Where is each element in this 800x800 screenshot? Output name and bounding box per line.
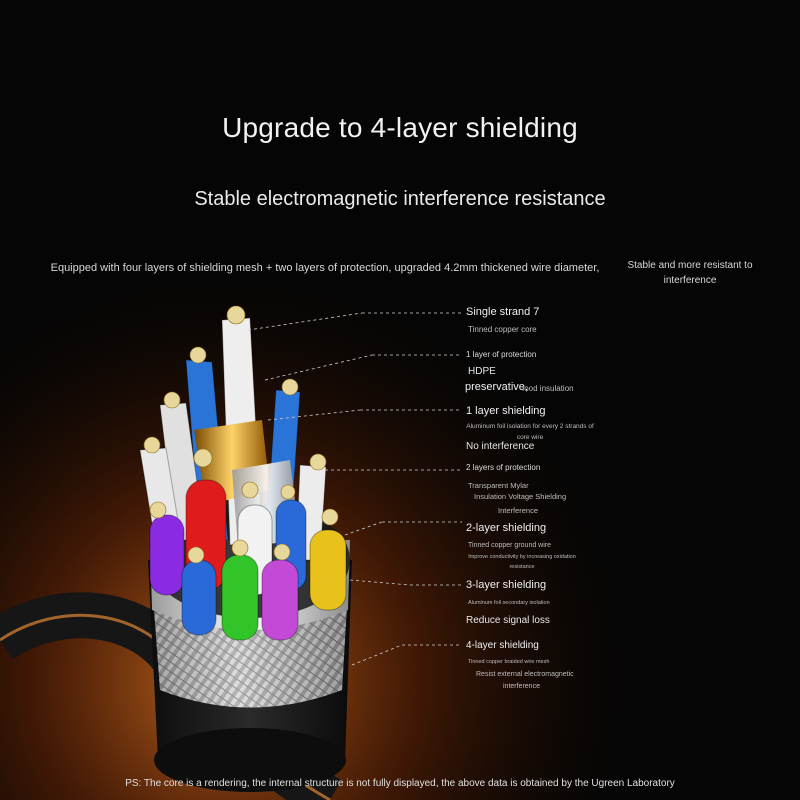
feature-description-right: Stable and more resistant to interferenc… <box>627 260 753 286</box>
callout-2-sub-b: preservative, <box>465 381 528 393</box>
callout-5-sub-a: Tinned copper ground wire <box>468 542 552 549</box>
callout-1-sub: Tinned copper core <box>468 325 537 334</box>
callout-4-title: 2 layers of protection <box>466 463 541 472</box>
callout-2-sub-c: food insulation <box>522 384 574 393</box>
callout-6-extra: Reduce signal loss <box>466 615 550 626</box>
leader-lines <box>247 312 462 666</box>
footer-disclaimer: PS: The core is a rendering, the interna… <box>125 778 675 789</box>
callout-6-title: 3-layer shielding <box>466 579 547 591</box>
callout-7-sub-a: Tinned copper braided wire mesh <box>468 659 550 665</box>
page-title: Upgrade to 4-layer shielding <box>222 112 578 143</box>
callout-5-sub-b: Improve conductivity by increasing oxida… <box>468 554 576 570</box>
callout-4-sub-c: Interference <box>498 506 539 515</box>
callout-2-sub-a: HDPE <box>468 366 496 377</box>
callout-4-sub-a: Transparent Mylar <box>468 481 529 490</box>
page-subtitle: Stable electromagnetic interference resi… <box>194 188 606 210</box>
callout-6-sub: Aluminum foil secondary isolation <box>468 600 550 606</box>
callout-3-title: 1 layer shielding <box>466 405 546 417</box>
callout-4-sub-b: Insulation Voltage Shielding <box>474 492 567 501</box>
callout-1-title: Single strand 7 <box>466 306 540 318</box>
callout-2-title: 1 layer of protection <box>466 350 537 359</box>
callout-7-sub-b: Resist external electromagnetic <box>476 671 574 678</box>
callout-3-sub: Aluminum foil isolation for every 2 stra… <box>466 423 594 441</box>
callout-7-sub-c: interference <box>503 683 540 690</box>
callout-7-title: 4-layer shielding <box>466 640 539 651</box>
callout-3-extra: No interference <box>466 441 535 452</box>
feature-description: Equipped with four layers of shielding m… <box>50 262 600 274</box>
callout-5-title: 2-layer shielding <box>466 522 547 534</box>
